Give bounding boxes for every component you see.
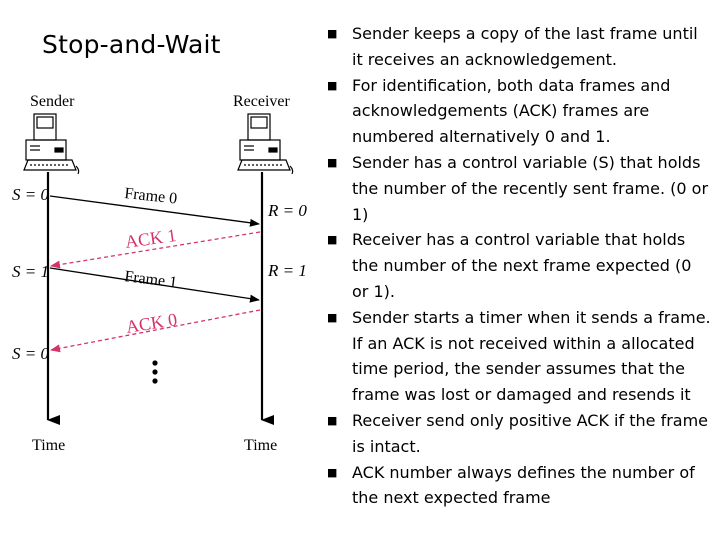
square-bullet-icon: ■ [327, 155, 338, 169]
bullet-text: ACK number always defines the number of … [352, 462, 695, 508]
frame-0-arrow [49, 195, 260, 227]
square-bullet-icon: ■ [327, 27, 338, 40]
bullet-item: ■ For identification, both data frames an… [327, 73, 712, 150]
receiver-state-2: R = 1 [267, 261, 307, 280]
ack-0-label: ACK 0 [124, 309, 178, 337]
ack-1-arrow [50, 231, 261, 269]
square-bullet-icon: ■ [327, 233, 338, 247]
receiver-time-label: Time [244, 437, 277, 454]
ack-0-arrow [50, 309, 261, 353]
receiver-label: Receiver [233, 93, 291, 110]
sender-computer-icon [23, 113, 80, 175]
bullet-text: Sender has a control variable (S) that h… [352, 152, 709, 224]
sender-time-label: Time [32, 437, 65, 454]
bullet-item: ■ Receiver send only positive ACK if the … [327, 408, 712, 460]
stop-and-wait-diagram: Sender Receiver S = 0 S = 1 S = 0 R = 0 … [12, 93, 307, 454]
bullet-item: ■ ACK number always defines the number of… [327, 460, 712, 512]
continuation-dots [152, 360, 158, 384]
receiver-state-1: R = 0 [267, 201, 307, 220]
bullet-item: ■ Sender has a control variable (S) that … [327, 150, 712, 227]
bullet-item: ■ Receiver has a control variable that ho… [327, 227, 712, 304]
bullet-text: Sender keeps a copy of the last frame un… [352, 24, 698, 69]
bullet-item: ■ Sender keeps a copy of the last frame u… [327, 21, 712, 73]
slide-title: Stop-and-Wait [42, 30, 221, 59]
square-bullet-icon: ■ [327, 310, 338, 324]
sender-state-3: S = 0 [12, 344, 49, 363]
sender-state-1: S = 0 [12, 185, 49, 204]
bullet-text: For identification, both data frames and… [352, 75, 671, 147]
sender-label: Sender [30, 93, 75, 110]
bullet-text: Sender starts a timer when it sends a fr… [352, 307, 711, 405]
frame-1-label: Frame 1 [124, 268, 179, 291]
bullet-text: Receiver send only positive ACK if the f… [352, 410, 709, 456]
square-bullet-icon: ■ [327, 465, 338, 479]
frame-1-arrow [49, 267, 260, 303]
ack-1-label: ACK 1 [124, 225, 178, 252]
frame-0-label: Frame 0 [124, 185, 178, 207]
bullet-item: ■ Sender starts a timer when it sends a f… [327, 305, 712, 408]
square-bullet-icon: ■ [327, 78, 338, 92]
receiver-computer-icon [237, 113, 294, 175]
sender-state-2: S = 1 [12, 262, 49, 281]
bullet-text: Receiver has a control variable that hol… [352, 230, 692, 301]
bullet-list: ■ Sender keeps a copy of the last frame u… [327, 21, 712, 511]
square-bullet-icon: ■ [327, 413, 338, 427]
